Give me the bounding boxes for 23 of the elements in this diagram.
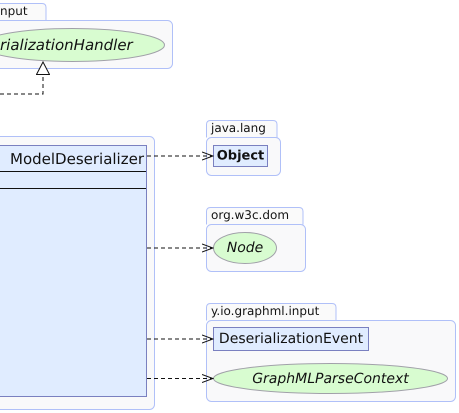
- dependency-arrow: [146, 374, 214, 383]
- dependency-arrow: [146, 244, 214, 252]
- class-box: [213, 145, 268, 167]
- package-name: nput: [0, 3, 28, 20]
- class-box: [213, 327, 369, 351]
- package-name: java.lang: [211, 120, 266, 137]
- package: [206, 120, 281, 176]
- interface-ellipse: [213, 232, 277, 264]
- class-name: ModelDeserializer: [10, 150, 144, 168]
- package: [206, 207, 306, 272]
- class-name: DeserializationEvent: [218, 331, 364, 347]
- interface-ellipse: [213, 363, 448, 394]
- interface-name: rializationHandler: [0, 36, 133, 54]
- class-name: Object: [216, 148, 264, 164]
- interface-name: Node: [226, 240, 264, 256]
- dependency-arrow: [146, 152, 214, 160]
- package-name: y.io.graphml.input: [211, 303, 320, 320]
- dependency-arrow: [146, 334, 214, 344]
- realization-arrow: [0, 62, 50, 94]
- interface-name: GraphMLParseContext: [252, 370, 409, 386]
- package-name: org.w3c.dom: [211, 207, 290, 224]
- package: [206, 303, 456, 402]
- package: [0, 3, 173, 69]
